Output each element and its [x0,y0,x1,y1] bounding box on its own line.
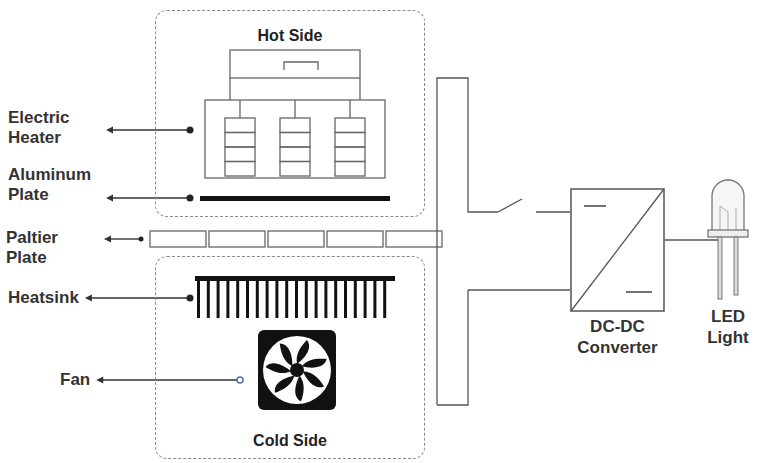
led-symbol: LED Light [702,172,754,302]
heater-symbol [205,50,385,178]
part-label: Electric Heater [8,108,100,148]
part-label: Aluminum Plate [8,165,100,205]
part-label: Heatsink [8,288,79,308]
part-label: Fan [60,370,90,390]
device-label: LED Light [700,306,756,348]
device-label: DC-DC Converter [558,316,678,358]
peltier-plate [150,231,442,247]
fan-symbol [258,330,336,410]
converter-box: DC-DC Converter [570,188,665,312]
part-label: Paltier Plate [6,228,98,268]
wire-connector [665,240,718,241]
group-title: Hot Side [156,27,424,45]
side-group: Hot Side [155,10,425,217]
aluminum-plate [200,196,390,201]
group-title: Cold Side [156,432,424,450]
leader-lines [85,127,243,384]
side-group: Cold Side [155,256,425,459]
heatsink-symbol [195,276,395,318]
wire [437,78,570,405]
